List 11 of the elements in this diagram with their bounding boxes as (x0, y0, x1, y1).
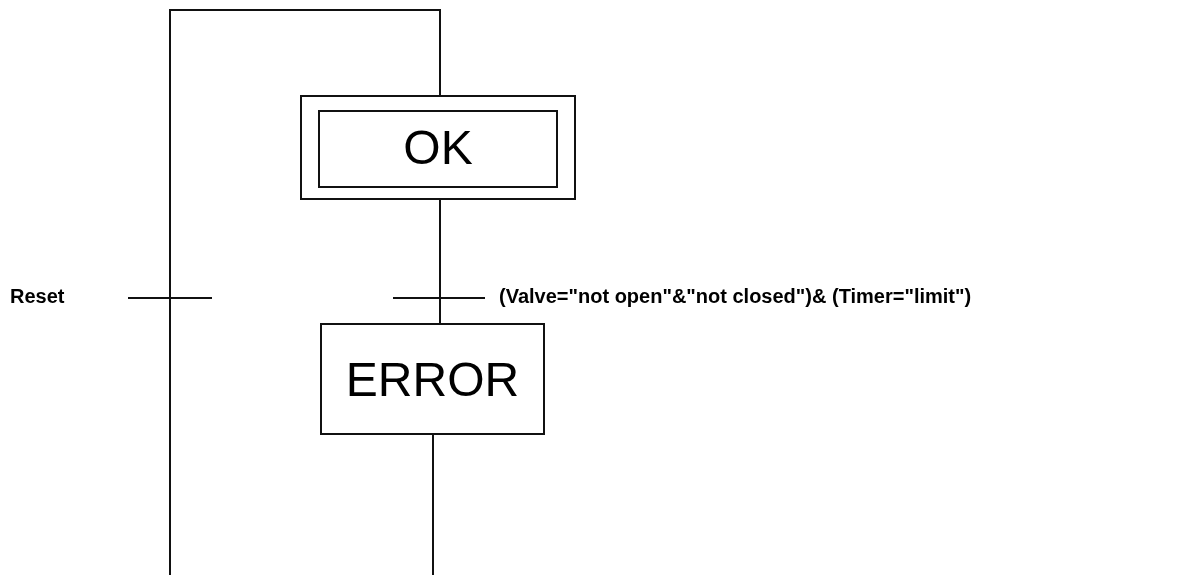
connector-line (439, 199, 441, 298)
connector-line (432, 434, 434, 575)
transition-condition: (Valve="not open"&"not closed")& (Timer="limit") (499, 285, 972, 308)
connector-line (439, 298, 441, 324)
step-box (320, 323, 545, 435)
initial-step-box (300, 95, 576, 200)
step-label: ERROR (345, 351, 520, 407)
connector-line (169, 298, 171, 575)
transition-condition: Reset (10, 285, 65, 308)
step-label: OK (403, 120, 473, 175)
connector-line (169, 9, 441, 298)
